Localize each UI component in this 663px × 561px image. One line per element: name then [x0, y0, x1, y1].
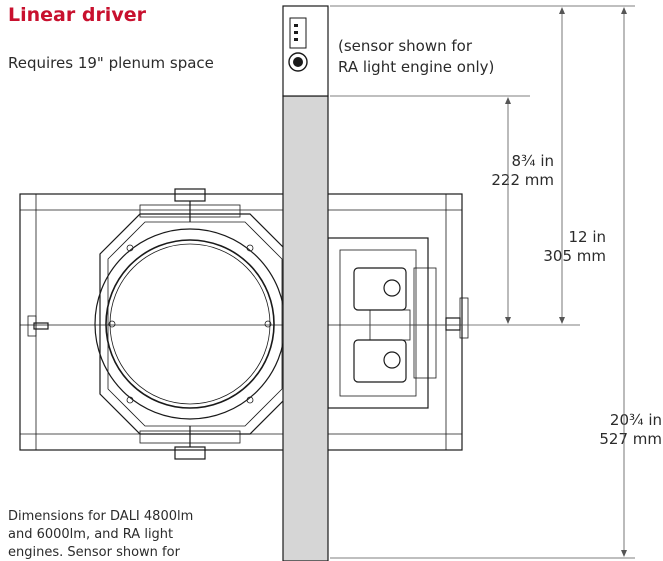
- dimension-metric: 527 mm: [599, 430, 662, 448]
- page-title: Linear driver: [8, 4, 146, 26]
- dimension-20-3-4: 20¾ in 527 mm: [576, 411, 662, 449]
- plenum-requirement: Requires 19" plenum space: [8, 54, 214, 72]
- housing-frame: [19, 193, 463, 451]
- sensor-note-line-2: RA light engine only): [338, 58, 495, 76]
- footnote: Dimensions for DALI 4800lm and 6000lm, a…: [8, 508, 243, 561]
- footnote-line-1: Dimensions for DALI 4800lm: [8, 509, 194, 524]
- aperture: [105, 239, 275, 409]
- aperture-outer-ring: [94, 228, 286, 420]
- sensor-note: (sensor shown for RA light engine only): [338, 36, 494, 78]
- dimension-metric: 305 mm: [543, 247, 606, 265]
- left-clip: [33, 322, 49, 330]
- dimension-12: 12 in 305 mm: [530, 228, 606, 266]
- octagonal-trim: [99, 213, 291, 435]
- dimension-imperial: 20¾ in: [609, 411, 662, 429]
- junction-box-top: [353, 267, 407, 311]
- dimension-8-3-4: 8¾ in 222 mm: [478, 152, 554, 190]
- bottom-clip: [174, 446, 206, 460]
- top-clip: [174, 188, 206, 202]
- sensor-lens-icon: [288, 52, 308, 72]
- dimension-metric: 222 mm: [491, 171, 554, 189]
- dimension-imperial: 12 in: [568, 228, 606, 246]
- right-clip: [445, 317, 461, 331]
- junction-box-bottom: [353, 339, 407, 383]
- footnote-line-2: and 6000lm, and RA light: [8, 527, 174, 542]
- sensor-note-line-1: (sensor shown for: [338, 37, 472, 55]
- footnote-line-3: engines. Sensor shown for: [8, 545, 180, 560]
- dimension-imperial: 8¾ in: [511, 152, 554, 170]
- mounting-bar: [282, 95, 329, 561]
